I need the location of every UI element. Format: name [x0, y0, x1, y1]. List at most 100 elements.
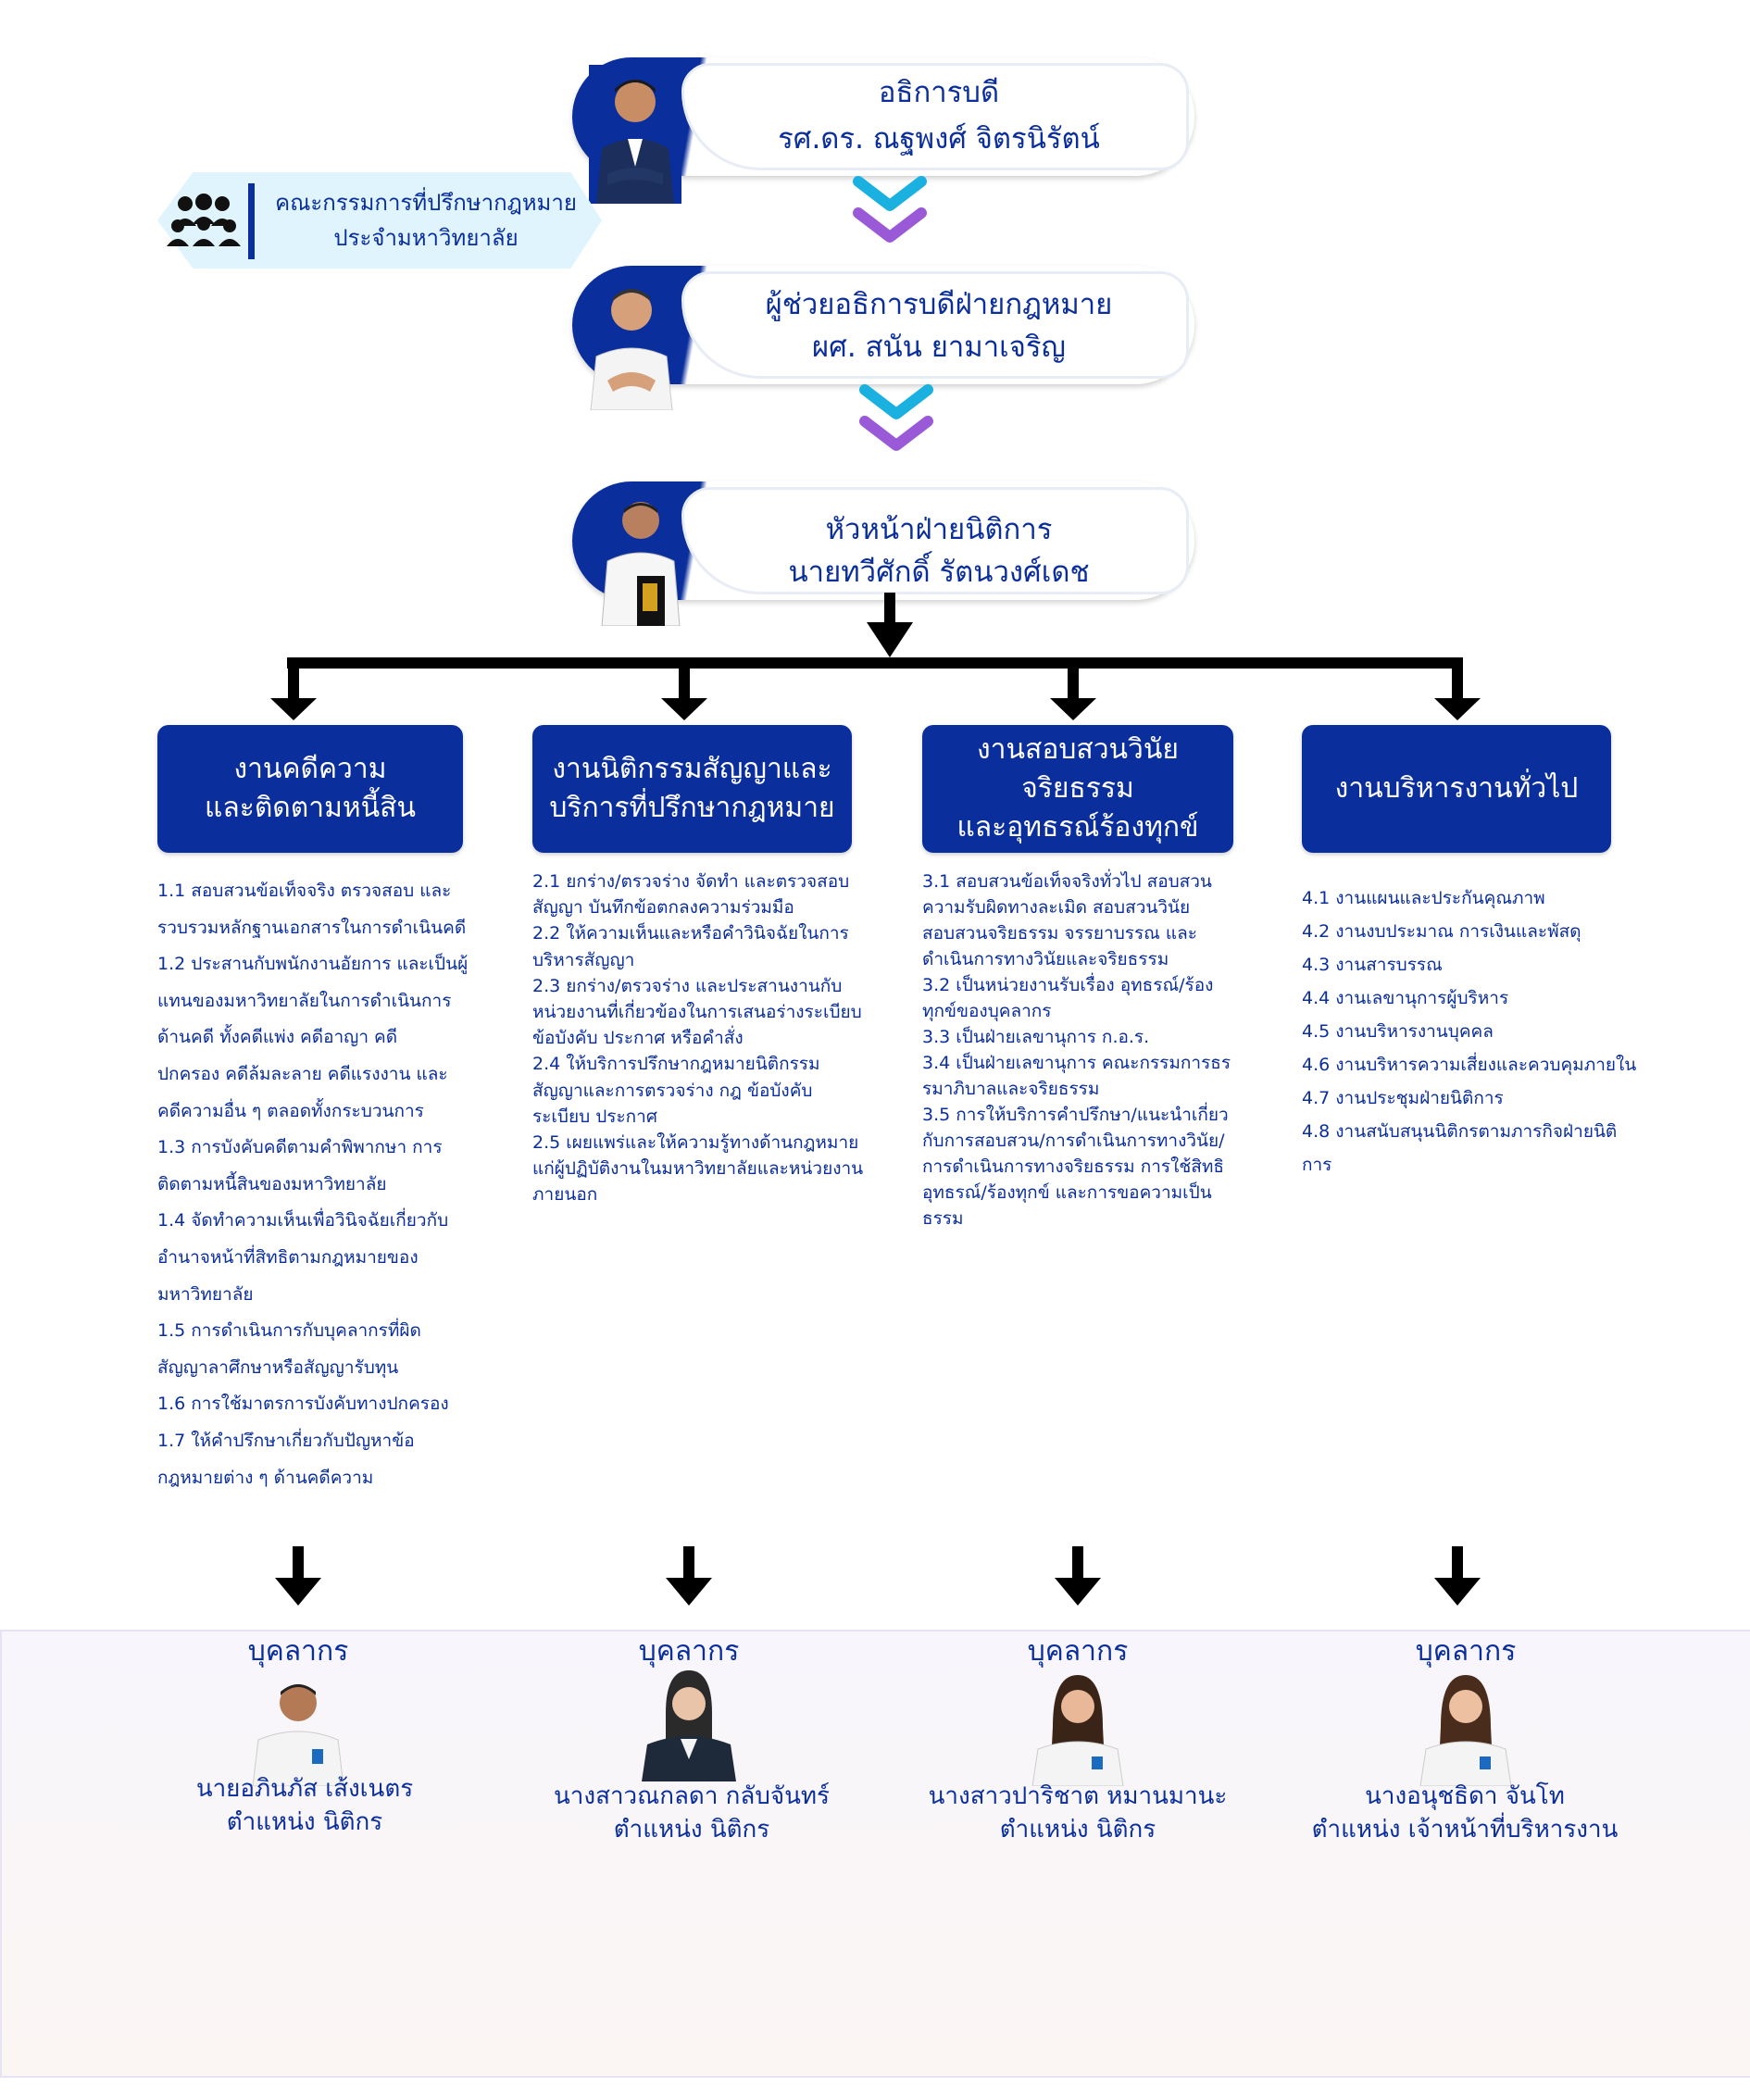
task-item: ข้อบังคับ ประกาศ หรือคำสั่ง	[532, 1028, 744, 1049]
staff-photo	[252, 1684, 344, 1786]
staff-connector	[275, 1546, 1481, 1606]
task-item: 1.5 การดำเนินการกับบุคลากรที่ผิด	[157, 1320, 421, 1342]
task-item: ธรรม	[922, 1208, 964, 1229]
president-photo	[589, 65, 681, 204]
task-item: 1.1 สอบสวนข้อเท็จจริง ตรวจสอบ และ	[157, 881, 452, 901]
staff-name: นายอภินภัส เส้งเนตร	[195, 1775, 414, 1803]
task-item: หน่วยงานที่เกี่ยวข้องในการเสนอร่างระเบีย…	[532, 1002, 862, 1023]
task-item: การ	[1302, 1155, 1332, 1175]
staff-photo	[642, 1670, 736, 1781]
dept-litigation: งานคดีความและติดตามหนี้สิน	[157, 725, 463, 853]
staff-title: บุคลากร	[638, 1635, 740, 1668]
task-item: รมาภิบาลและจริยธรรม	[922, 1079, 1100, 1099]
dept-line1: งานสอบสวนวินัย จริยธรรม	[977, 733, 1179, 805]
task-item: 4.8 งานสนับสนุนนิติกรตามภารกิจฝ่ายนิติ	[1302, 1121, 1618, 1142]
dept-line2: บริการที่ปรึกษากฎหมาย	[549, 792, 835, 824]
leader-card-head: หัวหน้าฝ่ายนิติการ นายทวีศักดิ์ รัตนวงศ์…	[572, 481, 1194, 626]
task-item: 3.1 สอบสวนข้อเท็จจริงทั่วไป สอบสวน	[922, 871, 1212, 892]
task-item: 2.3 ยกร่าง/ตรวจร่าง และประสานงานกับ	[532, 975, 843, 996]
staff-title: บุคลากร	[1027, 1635, 1129, 1668]
staff-name: นางอนุชธิดา จันโท	[1365, 1782, 1565, 1810]
chevron-down-icon	[859, 384, 933, 451]
task-item: กฎหมายต่าง ๆ ด้านคดีความ	[157, 1467, 374, 1488]
task-item: สัญญา บันทึกข้อตกลงความร่วมมือ	[532, 897, 794, 919]
leader-card-assistant: ผู้ช่วยอธิการบดีฝ่ายกฎหมาย ผศ. สนัน ยามา…	[572, 266, 1194, 410]
task-item: รวบรวมหลักฐานเอกสารในการดำเนินคดี	[157, 917, 467, 938]
task-item: ดำเนินการทางวินัยและจริยธรรม	[922, 949, 1169, 969]
task-item: 4.5 งานบริหารงานบุคคล	[1302, 1021, 1494, 1042]
task-item: สอบสวนจริยธรรม จรรยาบรรณ และ	[922, 923, 1197, 944]
task-item: 1.4 จัดทำความเห็นเพื่อวินิจฉัยเกี่ยวกับ	[157, 1210, 449, 1231]
task-item: 4.1 งานแผนและประกันคุณภาพ	[1302, 888, 1545, 908]
leader-name: นายทวีศักดิ์ รัตนวงศ์เดช	[788, 556, 1090, 589]
people-group-icon	[167, 194, 241, 246]
task-item: 2.1 ยกร่าง/ตรวจร่าง จัดทำ และตรวจสอบ	[532, 871, 850, 892]
assistant-photo	[590, 289, 673, 410]
leader-name: รศ.ดร. ณฐพงศ์ จิตรนิรัตน์	[778, 122, 1100, 156]
staff-position: ตำแหน่ง เจ้าหน้าที่บริหารงาน	[1311, 1816, 1619, 1844]
staff-title: บุคลากร	[1415, 1635, 1517, 1668]
task-item: ความรับผิดทางละเมิด สอบสวนวินัย	[922, 897, 1191, 918]
staff-position: ตำแหน่ง นิติกร	[613, 1816, 770, 1844]
staff-photo	[1031, 1675, 1124, 1786]
staff-name: นางสาวณกลดา กลับจันทร์	[554, 1782, 830, 1810]
task-item: 4.7 งานประชุมฝ่ายนิติการ	[1302, 1088, 1504, 1108]
task-item: 2.2 ให้ความเห็นและหรือคำวินิจฉัยในการ	[532, 923, 849, 944]
leader-title: หัวหน้าฝ่ายนิติการ	[825, 513, 1053, 546]
dept-task-list: 4.1 งานแผนและประกันคุณภาพ 4.2 งานงบประมา…	[1302, 881, 1636, 1181]
task-item: บริหารสัญญา	[532, 949, 635, 970]
council-divider	[248, 183, 255, 259]
dept-task-list: 3.1 สอบสวนข้อเท็จจริงทั่วไป สอบสวนความรั…	[922, 869, 1231, 1231]
head-photo	[601, 502, 681, 626]
dept-task-list: 2.1 ยกร่าง/ตรวจร่าง จัดทำ และตรวจสอบสัญญ…	[532, 869, 863, 1208]
dept-line1: งานนิติกรรมสัญญาและ	[552, 753, 832, 785]
dept-line1: งานคดีความ	[233, 753, 387, 785]
task-item: ด้านคดี ทั้งคดีแพ่ง คดีอาญา คดี	[157, 1027, 398, 1048]
task-item: ปกครอง คดีล้มละลาย คดีแรงงาน และ	[157, 1063, 448, 1084]
dept-task-list: 1.1 สอบสวนข้อเท็จจริง ตรวจสอบ และรวบรวมห…	[157, 873, 468, 1496]
task-item: 4.3 งานสารบรรณ	[1302, 955, 1443, 975]
task-item: ทุกข์ของบุคลากร	[922, 1001, 1052, 1021]
task-item: 3.5 การให้บริการคำปรึกษา/แนะนำเกี่ยว	[922, 1105, 1229, 1125]
council-line2: ประจำมหาวิทยาลัย	[333, 225, 519, 251]
task-item: ภายนอก	[532, 1184, 598, 1206]
chevron-down-icon	[853, 176, 927, 243]
task-item: 4.4 งานเลขานุการผู้บริหาร	[1302, 988, 1509, 1008]
leader-title: อธิการบดี	[878, 76, 1000, 109]
dept-line2: และอุทธรณ์ร้องทุกข์	[956, 811, 1199, 844]
task-item: 1.3 การบังคับคดีตามคำพิพากษา การ	[157, 1137, 443, 1158]
task-item: 3.3 เป็นฝ่ายเลขานุการ ก.อ.ร.	[922, 1027, 1150, 1047]
task-item: อุทธรณ์/ร้องทุกข์ และการขอความเป็น	[922, 1182, 1212, 1203]
task-item: 1.6 การใช้มาตรการบังคับทางปกครอง	[157, 1394, 449, 1415]
task-item: แทนของมหาวิทยาลัยในการดำเนินการ	[157, 990, 452, 1011]
task-item: กับการสอบสวน/การดำเนินการทางวินัย/	[922, 1131, 1225, 1151]
staff-name: นางสาวปาริชาต หมานมานะ	[928, 1782, 1228, 1810]
leader-title: ผู้ช่วยอธิการบดีฝ่ายกฎหมาย	[765, 288, 1113, 321]
task-item: 3.2 เป็นหน่วยงานรับเรื่อง อุทธรณ์/ร้อง	[922, 975, 1214, 995]
task-item: ระเบียบ ประกาศ	[532, 1106, 657, 1127]
leader-card-president: อธิการบดี รศ.ดร. ณฐพงศ์ จิตรนิรัตน์	[572, 57, 1194, 204]
dept-contracts: งานนิติกรรมสัญญาและบริการที่ปรึกษากฎหมาย	[532, 725, 852, 853]
dept-line1: งานบริหารงานทั่วไป	[1334, 772, 1579, 805]
org-connector	[270, 593, 1481, 720]
task-item: มหาวิทยาลัย	[157, 1283, 254, 1305]
staff-position: ตำแหน่ง นิติกร	[226, 1808, 383, 1836]
staff-photo	[1419, 1675, 1512, 1786]
task-item: สัญญาลาศึกษาหรือสัญญารับทุน	[157, 1356, 399, 1378]
task-item: การดำเนินการทางจริยธรรม การใช้สิทธิ	[922, 1156, 1225, 1177]
task-item: 4.6 งานบริหารความเสี่ยงและควบคุมภายใน	[1302, 1055, 1637, 1075]
task-item: 1.2 ประสานกับพนักงานอัยการ และเป็นผู้	[157, 954, 469, 975]
task-item: อำนาจหน้าที่สิทธิตามกฎหมายของ	[157, 1246, 419, 1268]
task-item: 3.4 เป็นฝ่ายเลขานุการ คณะกรรมการธร	[922, 1053, 1231, 1073]
task-item: คดีความอื่น ๆ ตลอดทั้งกระบวนการ	[157, 1100, 424, 1121]
task-item: 4.2 งานงบประมาณ การเงินและพัสดุ	[1302, 921, 1581, 942]
task-item: สัญญาและการตรวจร่าง กฎ ข้อบังคับ	[532, 1080, 813, 1101]
staff-position: ตำแหน่ง นิติกร	[999, 1816, 1156, 1844]
council-line1: คณะกรรมการที่ปรึกษากฎหมาย	[275, 190, 577, 216]
task-item: แก่ผู้ปฏิบัติงานในมหาวิทยาลัยและหน่วยงาน	[532, 1158, 864, 1180]
dept-discipline: งานสอบสวนวินัย จริยธรรมและอุทธรณ์ร้องทุก…	[922, 725, 1233, 853]
council-label: คณะกรรมการที่ปรึกษากฎหมาย ประจำมหาวิทยาล…	[269, 185, 583, 256]
dept-line2: และติดตามหนี้สิน	[204, 792, 416, 824]
leader-name: ผศ. สนัน ยามาเจริญ	[812, 331, 1066, 364]
staff-title: บุคลากร	[247, 1635, 349, 1668]
